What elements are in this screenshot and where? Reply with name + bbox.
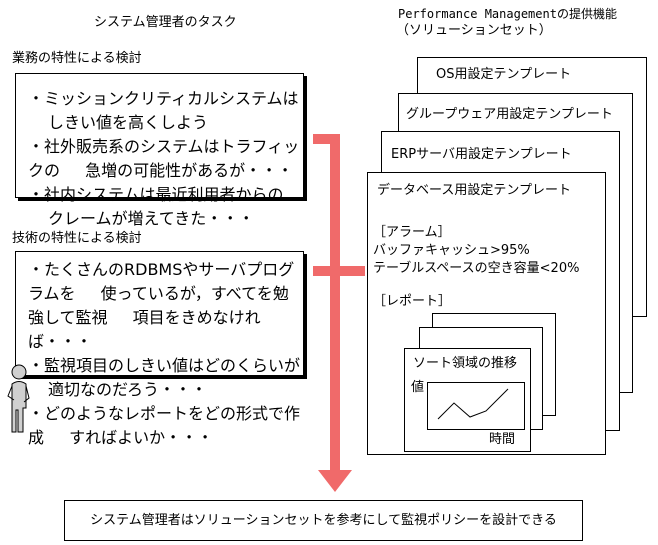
business-heading: 業務の特性による検討 <box>12 51 142 66</box>
alarm-buffer-cache: バッファキャッシュ>95% <box>373 243 530 258</box>
report-card-title: ソート領域の推移 <box>413 356 518 371</box>
technical-heading: 技術の特性による検討 <box>12 231 142 246</box>
admin-tasks-title: システム管理者のタスク <box>94 15 237 30</box>
alarm-tablespace: テーブルスペースの空き容量<20% <box>373 261 580 276</box>
report-chart-area <box>427 382 525 430</box>
technical-considerations-box: ・たくさんのRDBMSやサーバプログラムを 使っているが，すべてを勉強して監視 … <box>15 251 304 447</box>
pm-features-title: Performance Managementの提供機能 <box>398 7 617 21</box>
technical-item: ・たくさんのRDBMSやサーバプログラムを 使っているが，すべてを勉強して監視 … <box>28 260 295 351</box>
system-admin-person-icon <box>7 364 30 433</box>
trend-line <box>437 388 509 420</box>
report-heading: ［レポート］ <box>373 294 452 309</box>
erp-template-label: ERPサーバ用設定テンプレート <box>391 147 572 162</box>
report-card: ソート領域の推移 値 時間 <box>404 348 531 452</box>
alarm-heading: ［アラーム］ <box>373 225 451 240</box>
report-x-label: 時間 <box>489 432 516 447</box>
business-considerations-box: ・ミッションクリティカルシステムは しきい値を高くしよう ・社外販売系のシステム… <box>15 73 304 228</box>
technical-item: ・どのようなレポートをどの形式で作成 すればよいか・・・ <box>28 404 301 447</box>
pm-features-subtitle: （ソリューションセット） <box>396 23 552 38</box>
groupware-template-label: グループウェア用設定テンプレート <box>406 107 613 122</box>
business-item: ・社内システムは最近利用者からの クレームが増えてきた・・・ <box>28 185 284 228</box>
conclusion-text: システム管理者はソリューションセットを参考にして監視ポリシーを設計できる <box>90 513 557 528</box>
business-item: ・社外販売系のシステムはトラフィックの 急増の可能性があるが・・・ <box>28 137 300 180</box>
report-y-label: 値 <box>411 380 425 395</box>
database-template-label: データベース用設定テンプレート <box>377 183 571 198</box>
technical-item: ・監視項目のしきい値はどのくらいが 適切なのだろう・・・ <box>28 356 301 399</box>
os-template-label: OS用設定テンプレート <box>436 67 572 82</box>
business-item: ・ミッションクリティカルシステムは しきい値を高くしよう <box>28 89 299 132</box>
conclusion-box: システム管理者はソリューションセットを参考にして監視ポリシーを設計できる <box>64 500 583 541</box>
